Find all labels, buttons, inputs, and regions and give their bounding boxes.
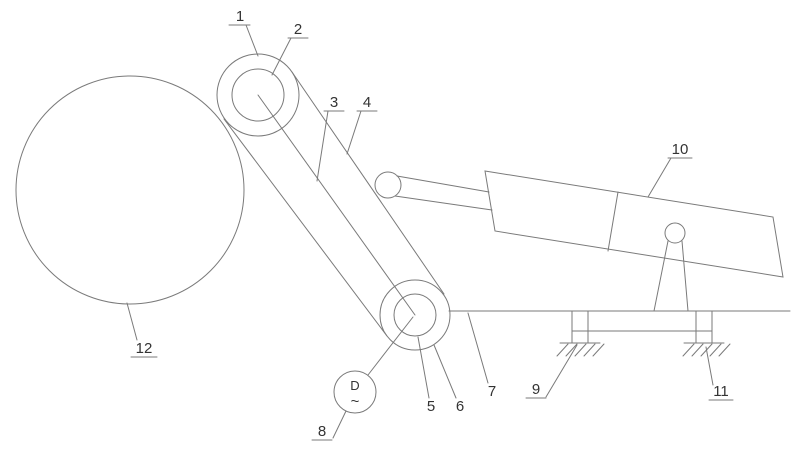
rod-pivot-circle: [374, 171, 402, 199]
part-label-2: 2: [294, 21, 302, 38]
part-label-5: 5: [427, 398, 435, 415]
label-2-marks: [271, 37, 309, 76]
hatch-stroke: [682, 343, 695, 357]
label-8-marks: [311, 410, 347, 441]
hatch-stroke: [718, 343, 731, 357]
lower-pulley-inner-circle: [393, 293, 437, 337]
label-12-marks: [126, 302, 158, 358]
piston-rod-upper-line: [396, 175, 490, 193]
label-10-marks: [647, 157, 693, 198]
drawing-lines: [15, 24, 791, 441]
support-stand-left-line: [653, 240, 669, 312]
leader-line: [271, 37, 292, 76]
part-label-9: 9: [532, 381, 540, 398]
leader-line: [126, 302, 138, 341]
piston-rod-lower-line: [394, 195, 493, 211]
label-9-marks: [525, 344, 578, 399]
arm-center-line: [257, 94, 416, 316]
leader-line: [417, 336, 430, 399]
part-label-4: 4: [363, 94, 371, 111]
hatch-stroke: [565, 343, 578, 357]
part-label-1: 1: [236, 8, 244, 25]
part-label-3: 3: [330, 94, 338, 111]
hatch-stroke: [592, 343, 605, 357]
hatch-stroke: [574, 343, 587, 357]
motor-wave-symbol: ~: [351, 393, 360, 410]
part-label-6: 6: [456, 398, 464, 415]
cylinder-pivot-circle: [664, 222, 686, 244]
label-1-marks: [228, 24, 259, 57]
label-7-marks: [467, 312, 489, 384]
motor-circle: [333, 370, 377, 414]
label-texts: 1 2 3 4 5 6 7 8 9 10 11 12 D ~: [136, 8, 729, 440]
cylinder-divider-line: [607, 191, 619, 252]
part-label-7: 7: [488, 383, 496, 400]
leader-line: [332, 410, 347, 439]
arm-edge-line-left: [223, 118, 388, 337]
upper-pulley-outer-circle: [216, 53, 300, 137]
label-3-marks: [316, 110, 345, 182]
label-11-marks: [705, 346, 734, 401]
motor-link-line: [367, 316, 414, 376]
part-label-8: 8: [318, 423, 326, 440]
motor-letter: D: [350, 378, 359, 393]
hatch-stroke: [583, 343, 596, 357]
upper-pulley-inner-circle: [231, 68, 285, 122]
arm-edge-line-right: [291, 71, 445, 295]
label-4-marks: [346, 110, 378, 155]
leader-line: [433, 344, 457, 399]
leader-line: [545, 344, 578, 398]
support-stand-right-line: [681, 240, 689, 312]
leader-line: [467, 312, 489, 384]
part-label-11: 11: [713, 383, 729, 400]
hatch-stroke: [556, 343, 569, 357]
cylinder-body: [484, 170, 784, 278]
ground-hatching-left: [556, 343, 605, 357]
leader-line: [346, 110, 362, 155]
label-6-marks: [433, 344, 457, 399]
leader-line: [245, 24, 259, 57]
part-label-10: 10: [672, 141, 689, 158]
ground-hatching-right: [682, 343, 731, 357]
leader-line: [647, 157, 672, 198]
lower-pulley-outer-circle: [379, 279, 451, 351]
hatch-stroke: [709, 343, 722, 357]
large-roll-circle: [15, 75, 245, 305]
leader-line: [705, 346, 714, 386]
hatch-stroke: [691, 343, 704, 357]
label-5-marks: [417, 336, 430, 399]
part-label-12: 12: [136, 340, 153, 357]
leader-line: [316, 110, 329, 182]
